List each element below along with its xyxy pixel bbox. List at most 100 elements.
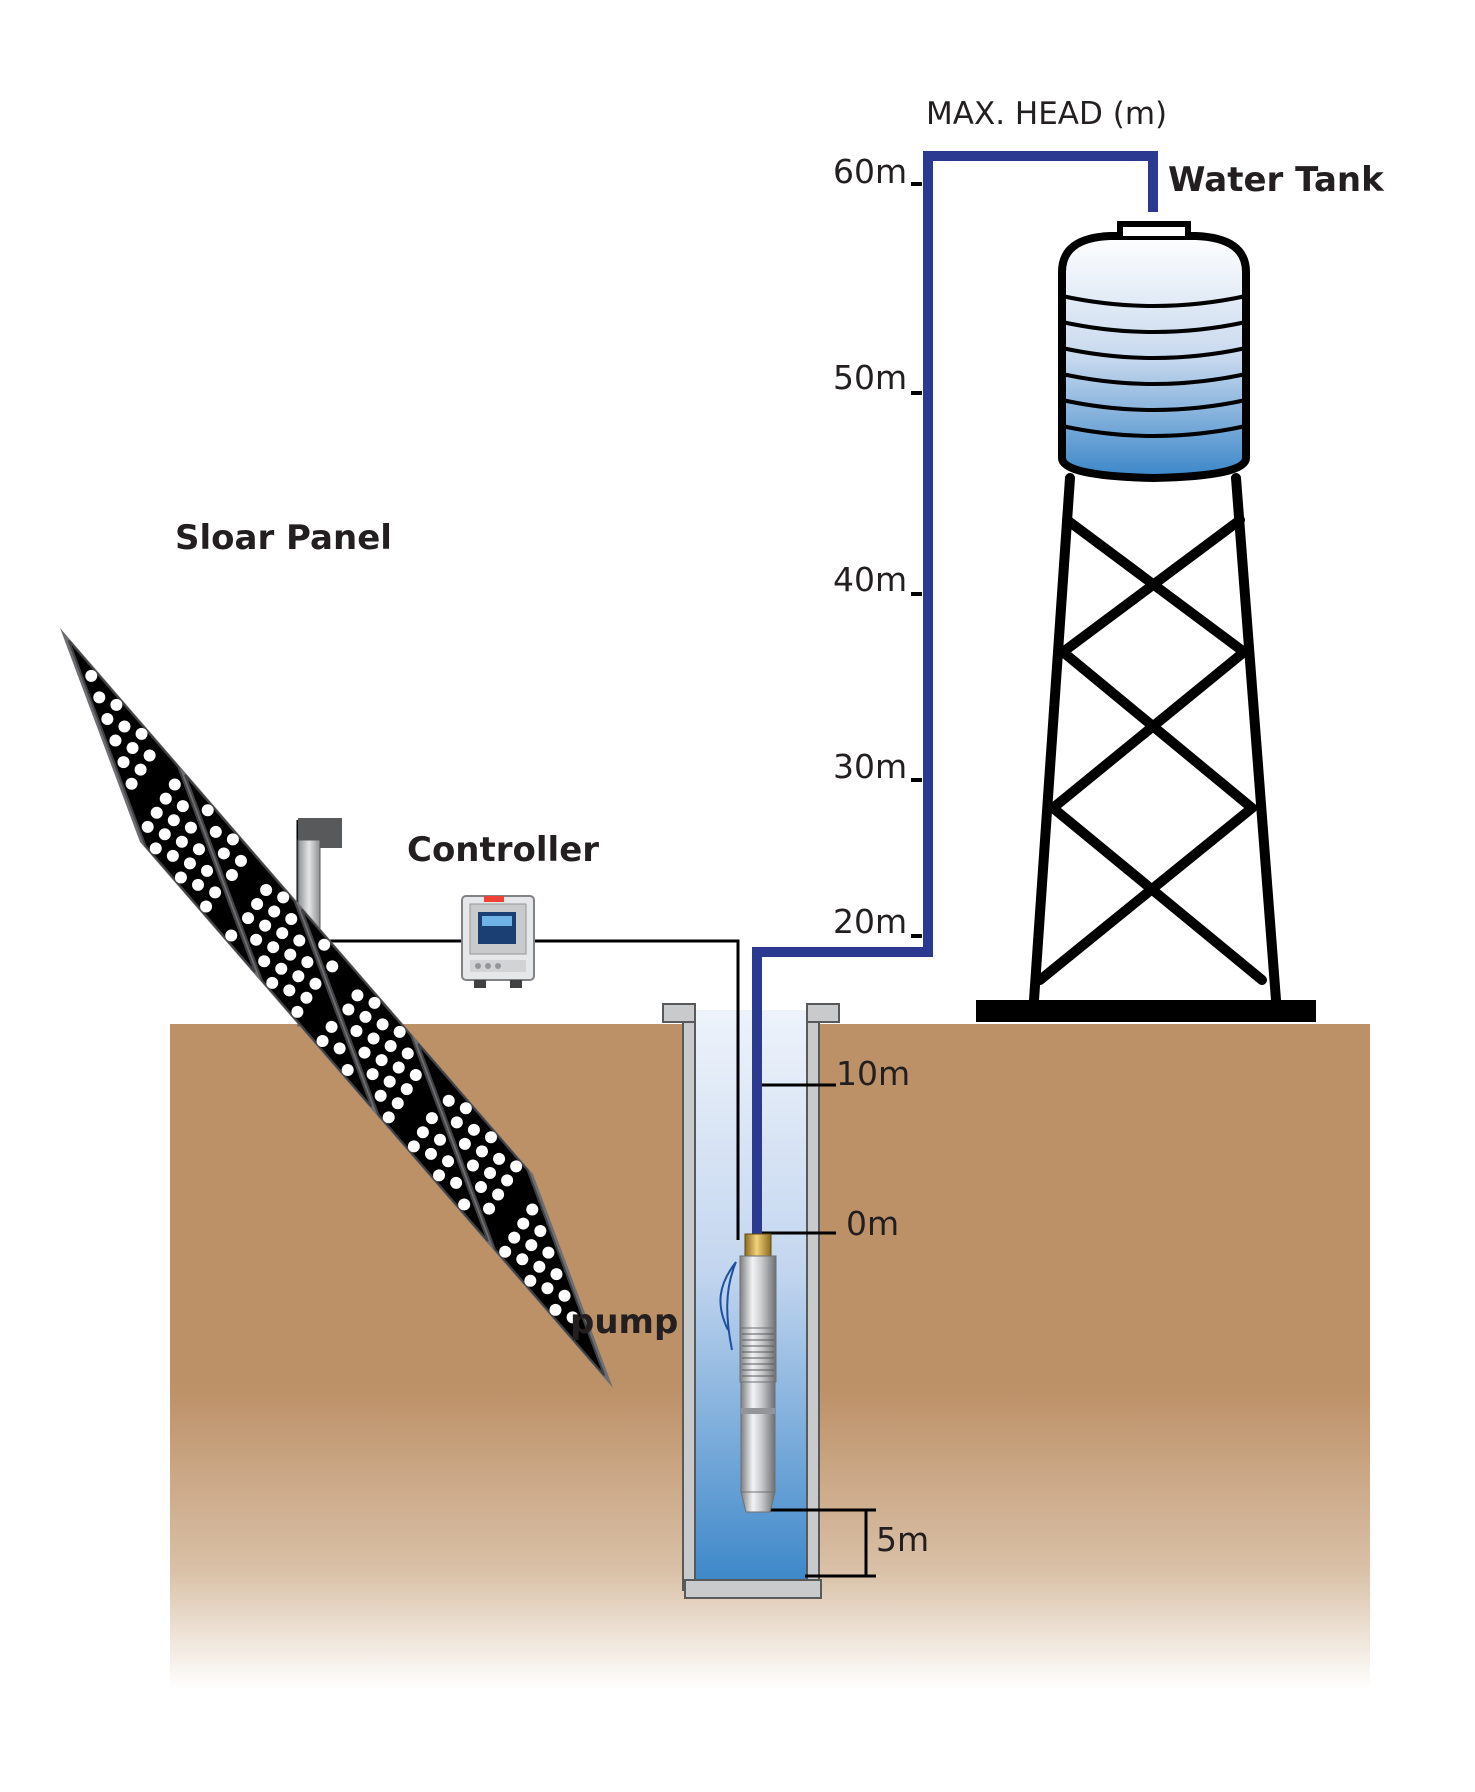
solar-cell bbox=[376, 1018, 389, 1031]
solar-cell bbox=[234, 854, 247, 867]
solar-cell bbox=[401, 1047, 414, 1060]
solar-cell bbox=[283, 984, 296, 997]
solar-cell bbox=[424, 1147, 437, 1160]
solar-cell bbox=[167, 814, 180, 827]
solar-cell bbox=[141, 820, 154, 833]
solar-cell bbox=[450, 1116, 463, 1129]
solar-cell bbox=[374, 1089, 387, 1102]
solar-cell bbox=[558, 1289, 571, 1302]
solar-cell bbox=[484, 1166, 497, 1179]
solar-cell bbox=[342, 1003, 355, 1016]
solar-panel-label: Sloar Panel bbox=[175, 518, 392, 558]
solar-cell bbox=[159, 792, 172, 805]
solar-cell bbox=[366, 1068, 379, 1081]
submersion-5m: 5m bbox=[876, 1520, 930, 1559]
solar-cell bbox=[350, 1025, 363, 1038]
solar-module bbox=[67, 639, 256, 973]
solar-cell bbox=[268, 905, 281, 918]
solar-cell bbox=[510, 1160, 523, 1173]
solar-cell bbox=[226, 833, 239, 846]
solar-cell bbox=[474, 1181, 487, 1194]
solar-cell bbox=[117, 756, 130, 769]
solar-cell bbox=[149, 842, 162, 855]
solar-cell bbox=[250, 933, 263, 946]
solar-cell bbox=[260, 883, 273, 896]
solar-cell bbox=[267, 941, 280, 954]
solar-cell bbox=[166, 849, 179, 862]
controller-icon bbox=[461, 895, 535, 988]
submersible-pump-icon bbox=[719, 1233, 777, 1513]
solar-cell bbox=[126, 742, 139, 755]
solar-cell bbox=[134, 763, 147, 776]
solar-cell bbox=[109, 734, 122, 747]
solar-cell bbox=[201, 804, 214, 817]
solar-cell bbox=[526, 1203, 539, 1216]
solar-cell bbox=[534, 1225, 547, 1238]
solar-cell bbox=[201, 864, 214, 877]
solar-cell bbox=[300, 991, 313, 1004]
solar-cell bbox=[93, 691, 106, 704]
solar-cell bbox=[442, 1094, 455, 1107]
solar-cell bbox=[549, 1303, 562, 1316]
solar-cell bbox=[384, 1039, 397, 1052]
solar-cell bbox=[258, 955, 271, 968]
solar-cell bbox=[183, 857, 196, 870]
solar-cell bbox=[393, 1025, 406, 1038]
solar-cell bbox=[566, 1311, 579, 1324]
head-tick-40m: 40m bbox=[833, 560, 908, 599]
solar-cell bbox=[524, 1274, 537, 1287]
solar-cell bbox=[200, 900, 213, 913]
solar-cell bbox=[285, 912, 298, 925]
solar-cell bbox=[176, 800, 189, 813]
solar-cell bbox=[533, 1260, 546, 1273]
solar-cell bbox=[416, 1126, 429, 1139]
solar-cell bbox=[368, 996, 381, 1009]
solar-panel-icon bbox=[60, 628, 613, 1388]
well-level-0m: 0m bbox=[846, 1204, 900, 1243]
solar-module bbox=[417, 1043, 606, 1377]
solar-cell bbox=[459, 1102, 472, 1115]
solar-cell bbox=[150, 806, 163, 819]
solar-cell bbox=[275, 962, 288, 975]
solar-cell bbox=[392, 1061, 405, 1074]
solar-cell bbox=[358, 1046, 371, 1059]
solar-cell bbox=[499, 1245, 512, 1258]
solar-cell bbox=[375, 1054, 388, 1067]
solar-cell bbox=[550, 1268, 563, 1281]
solar-cell bbox=[383, 1075, 396, 1088]
max-head-label: MAX. HEAD (m) bbox=[926, 96, 1168, 132]
solar-cell bbox=[266, 976, 279, 989]
head-tick-30m: 30m bbox=[833, 747, 908, 786]
solar-cell bbox=[318, 938, 331, 951]
solar-cell bbox=[367, 1032, 380, 1045]
delivery-pipe bbox=[752, 151, 1158, 1240]
solar-cell bbox=[501, 1174, 514, 1187]
solar-cell bbox=[508, 1231, 521, 1244]
solar-cell bbox=[458, 1137, 471, 1150]
well-scale-lines bbox=[758, 1083, 876, 1578]
solar-cell bbox=[433, 1169, 446, 1182]
solar-cell bbox=[242, 912, 255, 925]
solar-cell bbox=[542, 1246, 555, 1259]
solar-cell bbox=[175, 835, 188, 848]
solar-cell bbox=[168, 778, 181, 791]
solar-cell bbox=[483, 1202, 496, 1215]
solar-cell bbox=[125, 777, 138, 790]
head-tick-60m: 60m bbox=[833, 152, 908, 191]
solar-cell bbox=[158, 828, 171, 841]
solar-cell bbox=[143, 749, 156, 762]
solar-module bbox=[300, 908, 489, 1242]
solar-cell bbox=[391, 1097, 404, 1110]
solar-cell bbox=[467, 1123, 480, 1136]
water-tank-label: Water Tank bbox=[1168, 160, 1384, 200]
solar-cell bbox=[341, 1063, 354, 1076]
solar-cell bbox=[192, 843, 205, 856]
solar-cell bbox=[382, 1111, 395, 1124]
solar-cell bbox=[325, 1020, 338, 1033]
solar-cell bbox=[284, 948, 297, 961]
solar-cell bbox=[277, 891, 290, 904]
solar-cell bbox=[316, 1034, 329, 1047]
solar-cell bbox=[209, 886, 222, 899]
solar-cell bbox=[276, 927, 289, 940]
